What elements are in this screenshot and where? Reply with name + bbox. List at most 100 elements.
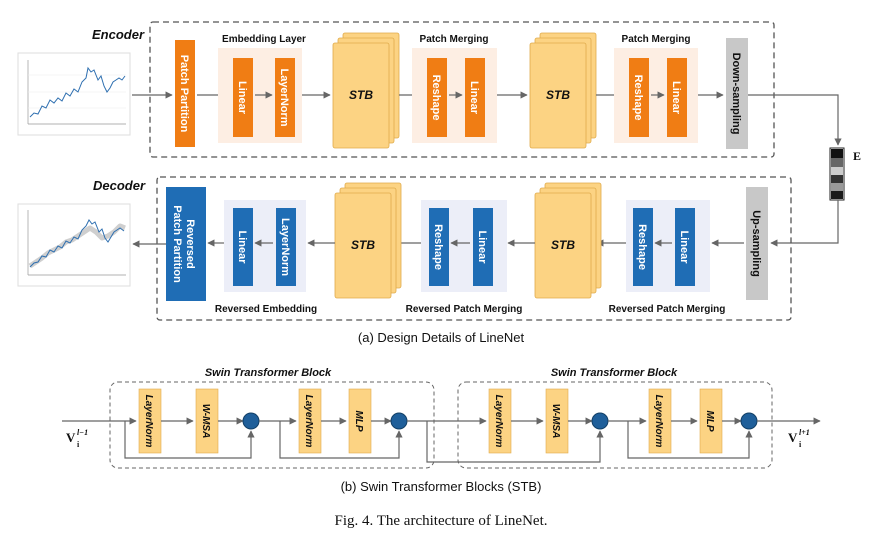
rev-merging-right-reshape-label: Reshape <box>636 224 648 270</box>
encoder-frame <box>149 21 775 158</box>
swin-block-1: Swin Transformer Block LayerNorm W-MSA L… <box>109 367 435 469</box>
rev-merging-left-linear-block <box>473 208 493 286</box>
swin-block-2-wmsa-label: W-MSA <box>550 404 561 439</box>
patch-merging-1-reshape-label: Reshape <box>430 75 442 121</box>
swin-block-2-residual-1 <box>426 421 604 463</box>
output-sup: l+1 <box>799 428 810 437</box>
input-series-line <box>29 66 126 118</box>
encoder-linear-label: Linear <box>236 81 248 115</box>
downsampling-block: Down-sampling <box>726 38 748 149</box>
rev-merging-left-linear-label: Linear <box>476 230 488 264</box>
output-line-plot-thumbnail <box>17 203 131 287</box>
patch-merging-2-reshape-block <box>629 58 649 137</box>
arrow-downsampling-to-latent <box>748 94 842 146</box>
encoder-stb-2: STB <box>529 32 597 149</box>
swin-block-2: Swin Transformer Block LayerNorm W-MSA L… <box>426 367 773 469</box>
decoder-title: Decoder <box>93 178 146 193</box>
rev-merging-right-linear-block <box>675 208 695 286</box>
swin-block-1-wmsa-label: W-MSA <box>200 404 211 439</box>
output-variable-label: V i l+1 <box>788 428 810 449</box>
patch-merging-2-linear-block <box>667 58 687 137</box>
swin-block-1-mlp-label: MLP <box>353 410 364 431</box>
decoder-stb-left: STB <box>334 182 402 299</box>
rev-merging-left-title: Reversed Patch Merging <box>406 304 523 315</box>
downsampling-label: Down-sampling <box>730 53 742 135</box>
swin-block-1-residual-1 <box>124 421 255 459</box>
rev-merging-left-reshape-block <box>429 208 449 286</box>
decoder-stb-right-label: STB <box>551 238 575 252</box>
swin-block-2-title: Swin Transformer Block <box>551 367 678 379</box>
patch-merging-1-group: Patch Merging Reshape Linear <box>412 34 497 143</box>
figure-caption: Fig. 4. The architecture of LineNet. <box>335 513 548 529</box>
rev-embedding-layernorm-label: LayerNorm <box>279 218 291 276</box>
latent-embedding: E <box>748 94 861 247</box>
output-var: V <box>788 430 798 445</box>
upsampling-block: Up-sampling <box>746 187 768 300</box>
swin-transformer-blocks: V i l−1 Swin Transformer Block LayerNorm… <box>62 367 821 469</box>
swin-block-1-layernorm-b-label: LayerNorm <box>303 395 314 448</box>
encoder-linear-block <box>233 58 253 137</box>
rev-merging-right-title: Reversed Patch Merging <box>609 304 726 315</box>
swin-block-2-mlp-label: MLP <box>704 410 715 431</box>
swin-block-1-layernorm-a-label: LayerNorm <box>143 395 154 448</box>
patch-merging-1-title: Patch Merging <box>420 34 489 45</box>
patch-merging-2-title: Patch Merging <box>622 34 691 45</box>
reversed-patch-partition-block: Reversed Patch Partition <box>166 187 206 301</box>
encoder-title: Encoder <box>92 27 145 42</box>
rev-merging-right-reshape-block <box>633 208 653 286</box>
reversed-patch-partition-line2: Patch Partition <box>171 205 183 283</box>
rev-embedding-layernorm-block <box>276 208 296 286</box>
rev-embedding-title: Reversed Embedding <box>215 304 317 315</box>
swin-block-2-residual-2 <box>627 421 753 459</box>
rev-merging-left-reshape-label: Reshape <box>432 224 444 270</box>
upsampling-label: Up-sampling <box>750 210 762 277</box>
swin-block-2-add-node-2 <box>740 412 758 430</box>
embedding-layer-group: Embedding Layer Linear LayerNorm <box>218 34 306 143</box>
swin-block-1-title: Swin Transformer Block <box>205 367 332 379</box>
decoder-stb-right: STB <box>534 182 602 299</box>
output-series-line <box>29 219 125 268</box>
patch-partition-label: Patch Partition <box>178 55 190 133</box>
rev-embedding-linear-label: Linear <box>236 230 248 264</box>
patch-merging-1-linear-block <box>465 58 485 137</box>
swin-block-1-residual-2 <box>279 421 403 459</box>
swin-block-1-add-node-1 <box>242 412 260 430</box>
swin-block-1-add-node-2 <box>390 412 408 430</box>
reversed-patch-merging-right-group: Reshape Linear Reversed Patch Merging <box>609 200 726 315</box>
output-noise-band <box>28 223 126 269</box>
caption-a: (a) Design Details of LineNet <box>358 330 525 345</box>
reversed-embedding-group: Linear LayerNorm Reversed Embedding <box>215 200 317 315</box>
decoder-frame <box>156 176 792 321</box>
patch-merging-2-group: Patch Merging Reshape Linear <box>614 34 698 143</box>
encoder-stb-1-label: STB <box>349 88 373 102</box>
swin-block-2-layernorm-b-label: LayerNorm <box>653 395 664 448</box>
arrow-latent-to-upsampling <box>770 200 839 247</box>
patch-merging-2-reshape-label: Reshape <box>632 75 644 121</box>
embedding-layer-title: Embedding Layer <box>222 34 306 45</box>
caption-b: (b) Swin Transformer Blocks (STB) <box>341 479 542 494</box>
encoder-layernorm-label: LayerNorm <box>278 68 290 126</box>
rev-merging-right-linear-label: Linear <box>678 230 690 264</box>
input-variable-label: V i l−1 <box>66 428 88 449</box>
encoder-stb-1: STB <box>332 32 400 149</box>
encoder-section: Encoder Patch Partition Embedding Layer … <box>17 21 775 158</box>
rev-embedding-linear-block <box>233 208 253 286</box>
swin-block-2-add-node-1 <box>591 412 609 430</box>
swin-block-2-layernorm-a-label: LayerNorm <box>493 395 504 448</box>
output-sub: i <box>799 440 802 449</box>
decoder-section: Decoder Up-sampling Reshape Linear Rever… <box>17 176 792 321</box>
decoder-stb-left-label: STB <box>351 238 375 252</box>
encoder-layernorm-block <box>275 58 295 137</box>
reversed-patch-merging-left-group: Reshape Linear Reversed Patch Merging <box>406 200 523 315</box>
latent-label: E <box>853 149 861 163</box>
input-sub: i <box>77 440 80 449</box>
encoder-stb-2-label: STB <box>546 88 570 102</box>
patch-partition-block: Patch Partition <box>175 40 195 147</box>
reversed-patch-partition-line1: Reversed <box>184 219 196 269</box>
patch-merging-1-linear-label: Linear <box>468 81 480 115</box>
input-sup: l−1 <box>77 428 88 437</box>
input-var: V <box>66 430 76 445</box>
patch-merging-1-reshape-block <box>427 58 447 137</box>
